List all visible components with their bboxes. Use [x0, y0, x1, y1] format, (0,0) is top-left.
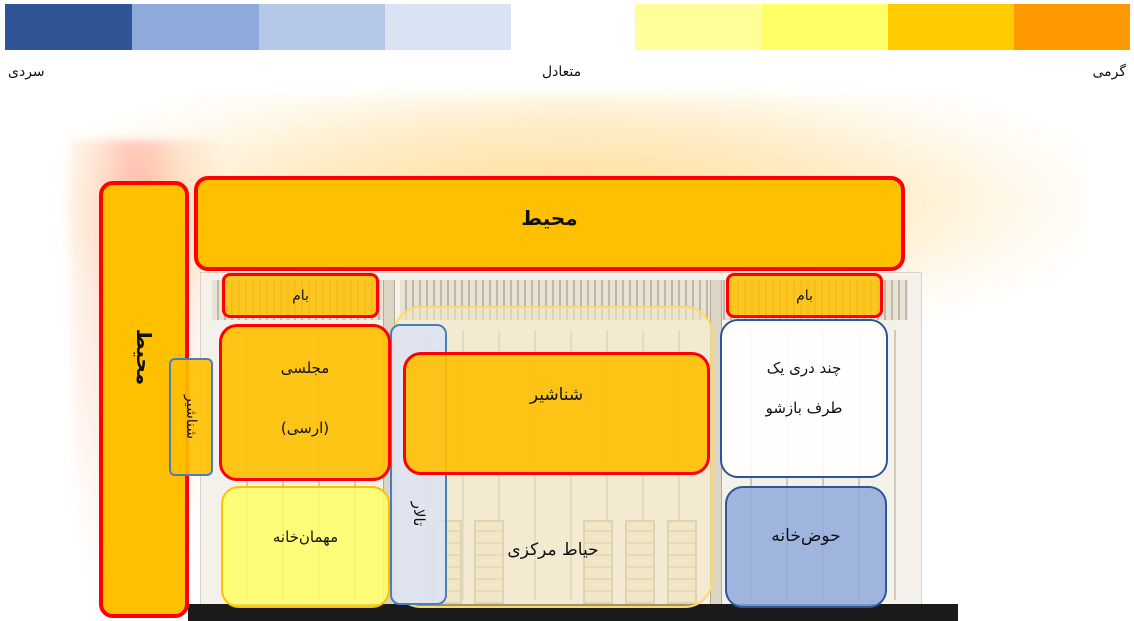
legend-swatch-coldest: [5, 4, 132, 50]
legend-swatch-cold: [132, 4, 259, 50]
region-environment-top: محیط: [194, 176, 905, 271]
roof-left-label: بام: [292, 288, 309, 304]
legend-swatch-hot: [888, 4, 1014, 50]
courtyard-label: حیاط مرکزی: [507, 540, 599, 560]
legend-label-cold: سردی: [8, 64, 45, 80]
region-roof-left: بام: [222, 273, 379, 318]
facade-ground: [188, 604, 958, 621]
region-shanashir-left: شناشیر: [169, 358, 213, 476]
legend-swatch-slightly-cool: [385, 4, 511, 50]
environment-left-label: محیط: [132, 328, 156, 385]
legend-swatch-hottest: [1014, 4, 1130, 50]
legend-swatch-neutral: [511, 4, 635, 50]
legend-swatch-warm: [762, 4, 888, 50]
legend-swatch-slightly-warm: [635, 4, 762, 50]
shanashir-center-label: شناشیر: [529, 385, 584, 405]
region-mehmankhaneh: مهمان‌خانه: [221, 486, 390, 608]
majlesi-label-line1: مجلسی: [280, 359, 330, 377]
legend-label-neutral: متعادل: [542, 64, 582, 80]
legend-swatch-cool: [259, 4, 385, 50]
region-majlesi: مجلسی (ارسی): [219, 324, 391, 481]
howzkhaneh-label: حوض‌خانه: [771, 526, 841, 546]
chand-dari-label-line2: طرف بازشو: [765, 399, 843, 417]
shanashir-left-label: شناشیر: [183, 395, 199, 439]
roof-right-label: بام: [796, 288, 813, 304]
majlesi-label-line2: (ارسی): [280, 419, 330, 437]
environment-top-label: محیط: [521, 206, 578, 230]
chand-dari-label-line1: چند دری یک: [766, 359, 842, 377]
talar-label: تالار: [409, 502, 428, 527]
mehmankhaneh-label: مهمان‌خانه: [272, 528, 339, 546]
region-howzkhaneh: حوض‌خانه: [725, 486, 887, 608]
region-roof-right: بام: [726, 273, 883, 318]
region-chand-dari: چند دری یک طرف بازشو: [720, 319, 888, 478]
region-shanashir-center: شناشیر: [403, 352, 710, 475]
legend-label-warm: گرمی: [1092, 64, 1126, 80]
